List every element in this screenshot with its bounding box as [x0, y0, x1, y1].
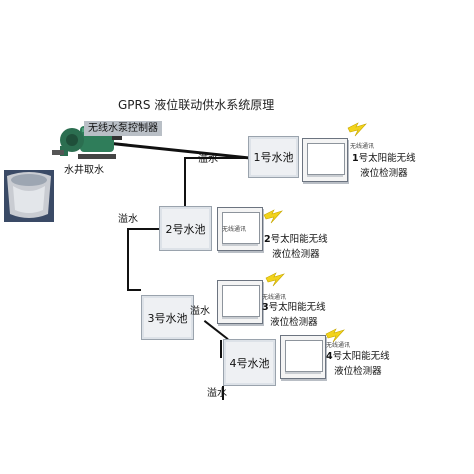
wireless-text-2: 无线通讯: [222, 226, 247, 233]
lightning-icon: [263, 209, 283, 224]
detector-2-number: 2: [264, 234, 271, 245]
diagram-title: GPRS 液位联动供水系统原理: [118, 98, 275, 112]
water-well-icon: [4, 170, 54, 222]
tank-1: 1号水池: [248, 136, 299, 178]
detector-4-device: [280, 335, 326, 379]
tank-2: 2号水池: [159, 206, 212, 251]
detector-3-line1: 号太阳能无线: [268, 302, 326, 313]
tank-3: 3号水池: [141, 295, 194, 340]
detector-3-device: [217, 280, 263, 324]
pipe-tank1-overflow-h: [184, 157, 248, 159]
pipe-tank2-overflow-v: [127, 228, 129, 290]
detector-4-line1: 号太阳能无线: [332, 351, 390, 362]
tank-3-label: 3号水池: [147, 311, 188, 325]
detector-4-label: 4号太阳能无线 液位检测器: [326, 349, 390, 379]
detector-1-label: 1号太阳能无线 液位检测器: [352, 151, 416, 181]
detector-2-screen: [222, 212, 260, 244]
lightning-icon: [265, 272, 285, 287]
pipe-tank3-inlet-h: [127, 289, 141, 291]
pipe-tank2-overflow-h: [127, 228, 159, 230]
detector-1-line1: 号太阳能无线: [358, 153, 416, 164]
detector-1-device: [302, 138, 348, 182]
detector-2-device: [217, 207, 263, 251]
detector-2-line2: 液位检测器: [272, 249, 320, 260]
detector-2-label: 2号太阳能无线 液位检测器: [264, 232, 328, 262]
detector-3-line2: 液位检测器: [270, 317, 318, 328]
pipe-tank4-outlet-v: [222, 386, 224, 400]
tank-2-label: 2号水池: [165, 222, 206, 236]
detector-3-screen: [222, 285, 260, 317]
wireless-text-1: 无线通讯: [350, 143, 375, 150]
well-label: 水井取水: [64, 165, 104, 176]
overflow-label-4: 溢水: [207, 388, 227, 399]
wireless-text-4: 无线通讯: [326, 342, 351, 349]
tank-4-label: 4号水池: [229, 356, 270, 370]
detector-3-label: 3号太阳能无线 液位检测器: [262, 300, 326, 330]
overflow-label-1: 溢水: [198, 154, 218, 165]
detector-3-number: 3: [262, 302, 269, 313]
detector-4-number: 4: [326, 351, 333, 362]
overflow-label-2: 溢水: [118, 214, 138, 225]
overflow-label-3: 溢水: [190, 306, 210, 317]
tank-1-label: 1号水池: [253, 151, 294, 164]
detector-1-screen: [307, 143, 345, 175]
lightning-icon: [325, 328, 345, 343]
detector-2-line1: 号太阳能无线: [270, 234, 328, 245]
pipe-tank1-to-tank2-v: [184, 157, 186, 225]
detector-1-number: 1: [352, 153, 359, 164]
wireless-text-3: 无线通讯: [262, 294, 287, 301]
pipe-tank4-inlet-v: [220, 340, 222, 358]
detector-4-screen: [285, 340, 323, 372]
lightning-icon: [347, 122, 367, 137]
detector-1-line2: 液位检测器: [360, 168, 408, 179]
pump-controller-label: 无线水泵控制器: [84, 121, 162, 136]
detector-4-line2: 液位检测器: [334, 366, 382, 377]
tank-4: 4号水池: [223, 339, 276, 386]
